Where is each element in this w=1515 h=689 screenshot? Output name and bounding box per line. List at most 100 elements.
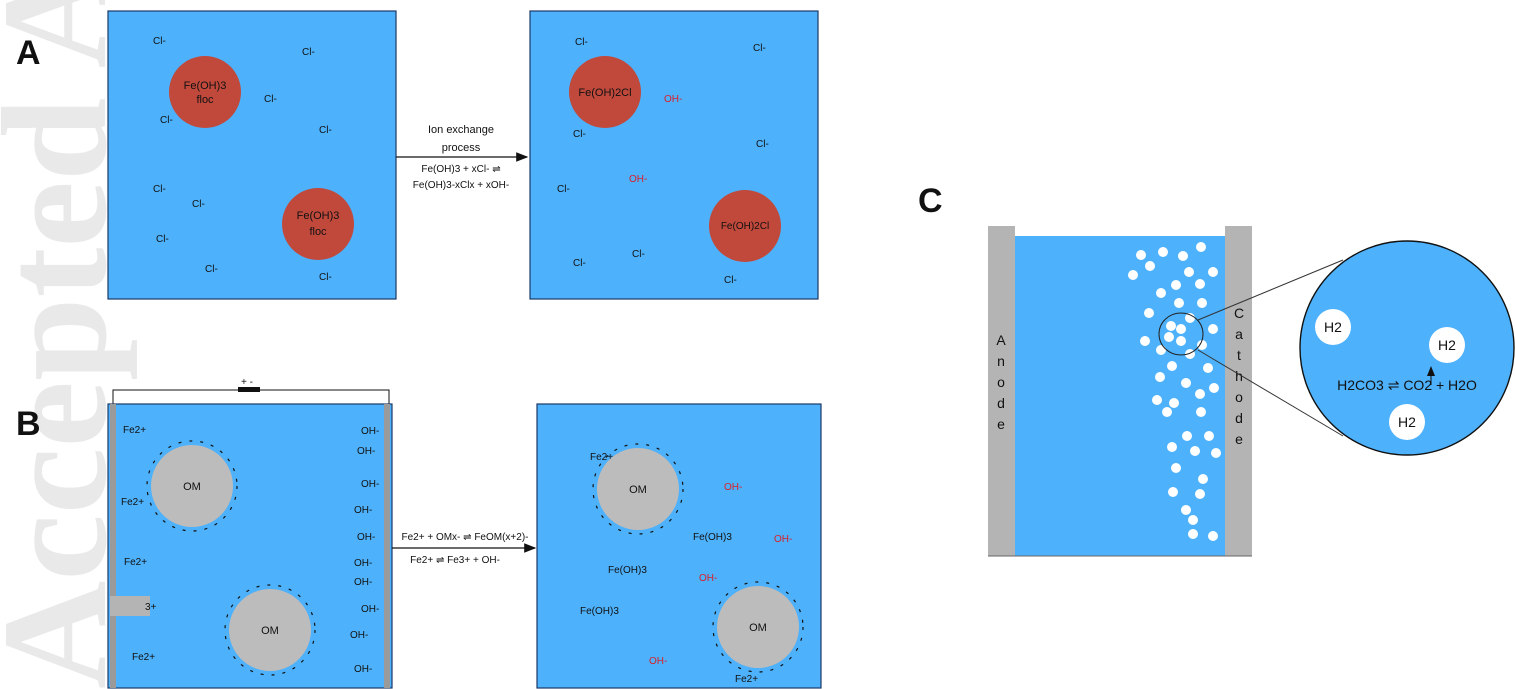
bubble [1196,407,1206,417]
bubble [1188,515,1198,525]
bubble [1195,279,1205,289]
bubble [1181,505,1191,515]
hydroxide-ion: OH- [354,577,372,588]
bubble [1128,270,1138,280]
bubble [1178,251,1188,261]
oxidation-equation: Fe2+ ⇌ Fe3+ + OH- [410,555,500,566]
bubble [1203,363,1213,373]
floc-label: Fe(OH)3 [297,210,340,222]
bubble [1195,389,1205,399]
organic-matter [717,586,799,668]
ferrous-ion: Fe2+ [123,425,146,436]
bubble [1182,431,1192,441]
panel-a-right-box [529,10,819,300]
electrolytic-cell [1015,236,1225,556]
hydroxide-ion: OH- [649,656,667,667]
bubble [1204,431,1214,441]
hydroxide-ion: OH- [361,426,379,437]
cathode-letter: o [1235,389,1243,405]
bubble [1144,308,1154,318]
chloride-ion: Cl- [632,249,645,260]
ferrous-ion: Fe2+ [590,452,613,463]
panel-a-left-box [107,10,397,300]
carbonic-acid-equation: H2CO3 ⇌ CO2 + H2O [1337,377,1477,393]
negative-charge-ring [224,584,316,676]
process-label: process [442,142,481,154]
bubble [1197,298,1207,308]
complexation-equation: Fe2+ + OMx- ⇌ FeOM(x+2)- [401,532,528,543]
h2-label: H2 [1438,337,1456,353]
panel-b-left-ions: Fe2+ Fe2+ Fe2+ 3+ Fe2+ OH- OH- OH- OH- O… [121,425,379,675]
panel-b-letter: B [16,405,41,443]
ferrous-ion: Fe2+ [735,674,758,685]
panel-a-left-ions: Cl- Cl- Cl- Cl- Cl- Cl- Cl- Cl- Cl- Cl- [153,36,332,283]
panel-a-right-ions: Cl- Cl- Cl- Cl- Cl- Cl- Cl- Cl- OH- OH- [557,37,769,286]
bubble [1174,298,1184,308]
om-particle: OM [592,443,684,535]
chloride-ion: Cl- [319,272,332,283]
hydroxide-ion: OH- [354,558,372,569]
zoom-lens [1158,312,1204,356]
om-label: OM [183,481,201,493]
bubble [1156,345,1166,355]
bubble [1171,280,1181,290]
hydroxide-ion: OH- [699,573,717,584]
organic-matter [151,445,233,527]
hydroxide-ion: OH- [350,630,368,641]
h2-bubble [1429,327,1465,363]
organic-matter [229,589,311,671]
ferric-ion-partial: 3+ [145,602,157,613]
bubble [1211,448,1221,458]
bubble [1195,489,1205,499]
electrode-protrusion [110,596,150,616]
cathode-letter: C [1234,305,1244,321]
om-particle: OM [224,584,316,676]
chloride-ion: Cl- [753,43,766,54]
anode-letter: d [997,395,1005,411]
ion-exchange-equation: Fe(OH)3 + xCl- ⇌ [421,164,500,175]
bubble [1176,336,1186,346]
bubble [1169,398,1179,408]
ferrous-ion: Fe2+ [132,652,155,663]
ion-exchange-equation: Fe(OH)3-xClx + xOH- [413,180,509,191]
bubble [1198,474,1208,484]
cathode-letter: d [1235,410,1243,426]
iron-chloride-floc [569,56,641,128]
ferric-hydroxide: Fe(OH)3 [608,565,647,576]
zoom-line [1197,259,1344,321]
iron-chloride-floc [709,190,781,262]
chloride-ion: Cl- [302,47,315,58]
chloride-ion: Cl- [319,125,332,136]
chloride-ion: Cl- [205,264,218,275]
anode-plate [988,226,1015,556]
bubble [1162,407,1172,417]
bubble [1136,250,1146,260]
bubble [1208,267,1218,277]
chloride-ion: Cl- [153,184,166,195]
bubble [1168,487,1178,497]
anode-plate [110,404,116,688]
bubble [1145,261,1155,271]
cathode-letter: t [1237,347,1241,363]
hydrogen-bubbles [1128,242,1221,541]
hydroxide-ion: OH- [361,479,379,490]
bubble [1152,395,1162,405]
panel-b-right-ions: Fe2+ Fe2+ Fe(OH)3 Fe(OH)3 Fe(OH)3 OH- OH… [580,452,792,685]
h2-label: H2 [1398,414,1416,430]
anode-letter: o [997,374,1005,390]
chloride-ion: Cl- [573,129,586,140]
floc-label: Fe(OH)2Cl [721,221,769,232]
chloride-ion: Cl- [756,139,769,150]
chloride-ion: Cl- [156,234,169,245]
panel-c-letter: C [918,182,943,220]
hydroxide-ion: OH- [354,505,372,516]
bubble [1181,378,1191,388]
panel-a-letter: A [16,34,41,72]
bubble [1197,340,1207,350]
om-particle: OM [146,440,238,532]
cathode-letter: h [1235,368,1243,384]
om-label: OM [261,625,279,637]
h2-label: H2 [1324,319,1342,335]
hydroxide-ion: OH- [357,446,375,457]
hydroxide-ion: OH- [774,534,792,545]
